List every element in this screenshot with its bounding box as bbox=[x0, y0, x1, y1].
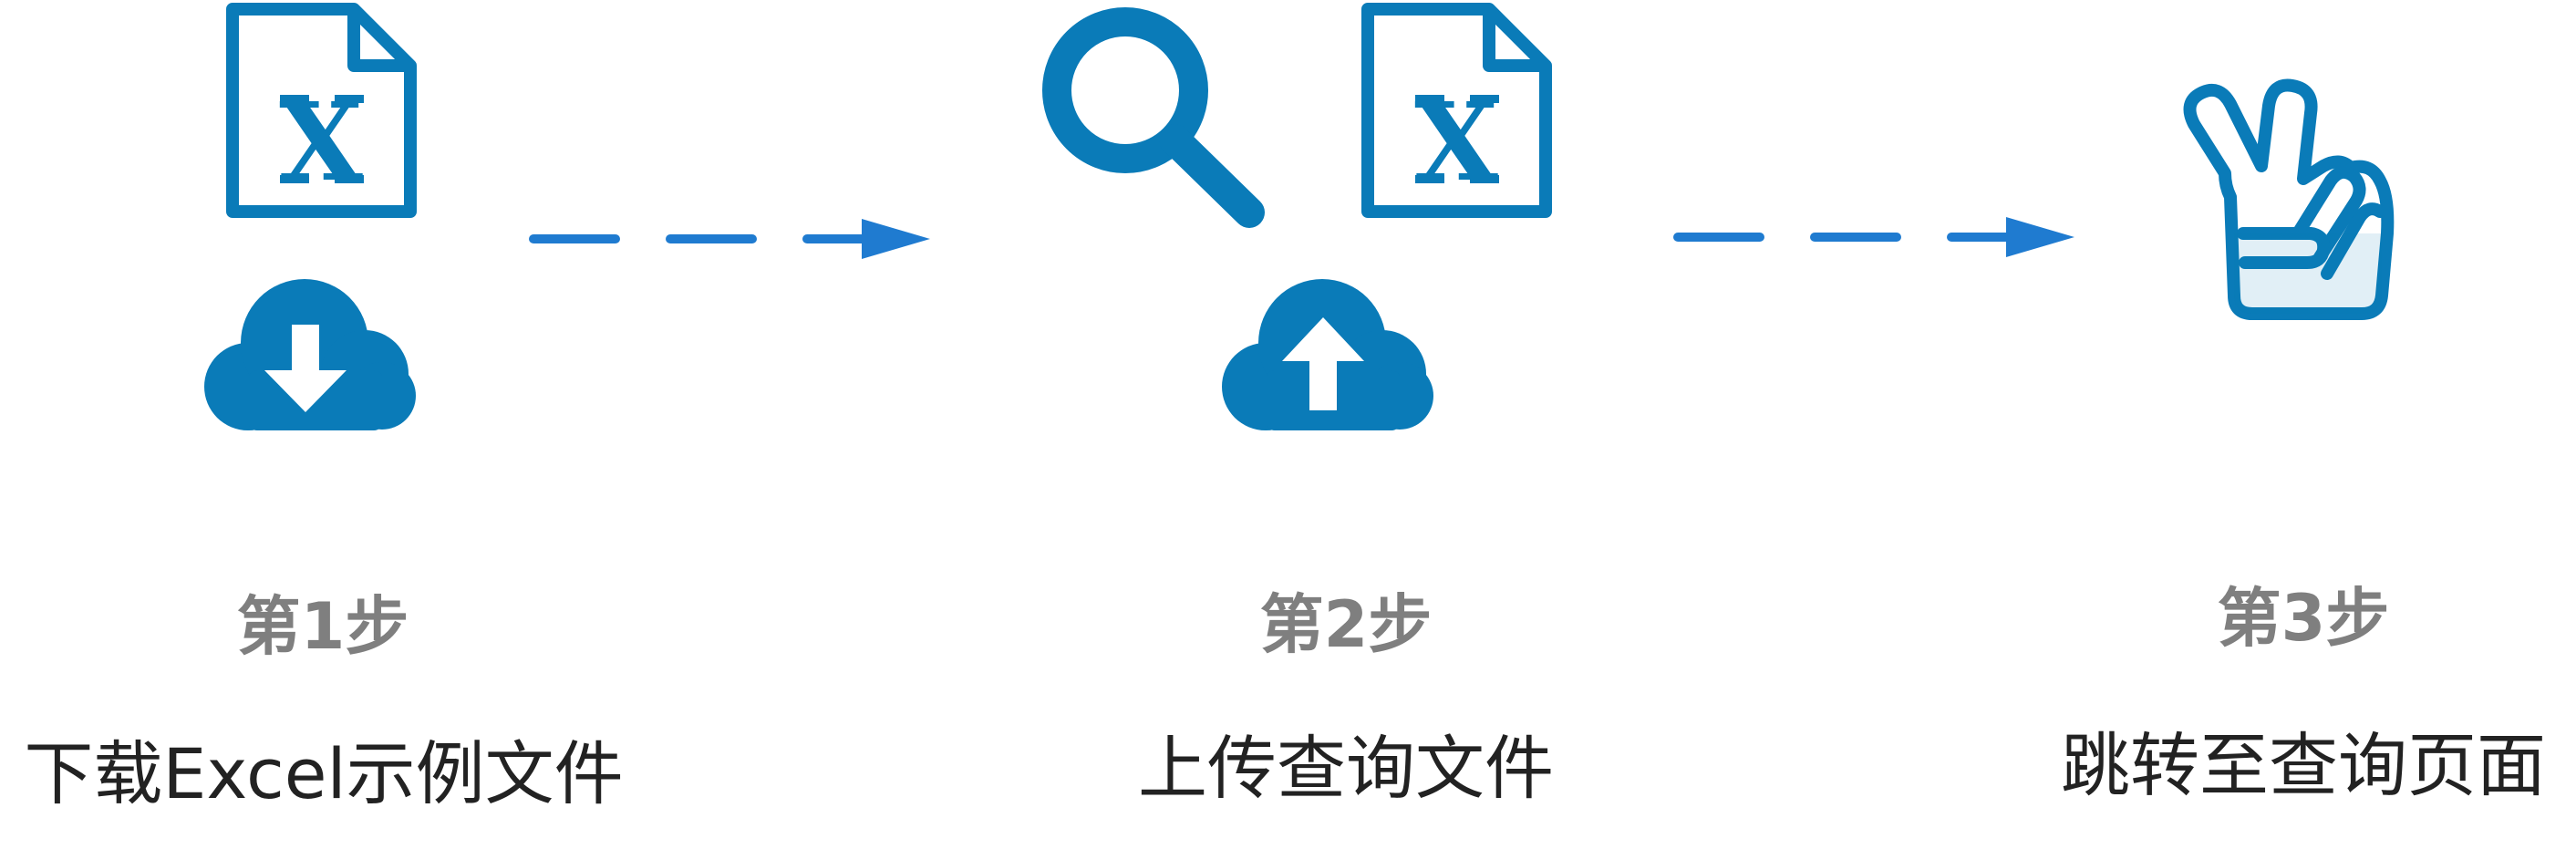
cloud-download-icon bbox=[204, 279, 416, 430]
step-1-title: 第1步 bbox=[236, 589, 409, 664]
step-1: X 第1步 下载Excel示例文件 bbox=[0, 0, 624, 814]
cloud-upload-icon bbox=[1222, 279, 1433, 430]
victory-hand-icon bbox=[2183, 78, 2395, 320]
step-3-title: 第3步 bbox=[2217, 581, 2390, 656]
step-3: 第3步 跳转至查询页面 bbox=[0, 0, 2546, 806]
step-3-description: 跳转至查询页面 bbox=[2061, 725, 2546, 806]
step-1-description: 下载Excel示例文件 bbox=[24, 733, 624, 814]
search-icon bbox=[1042, 7, 1265, 228]
dashed-arrow-1 bbox=[529, 219, 930, 259]
step-2-title: 第2步 bbox=[1259, 587, 1433, 662]
excel-file-icon: X bbox=[1361, 3, 1552, 218]
step-2-description: 上传查询文件 bbox=[1138, 728, 1554, 809]
excel-file-icon: X bbox=[226, 3, 417, 218]
step-2: X 第2步 上传查询文件 bbox=[0, 0, 1554, 809]
dashed-arrow-2 bbox=[1673, 217, 2074, 257]
